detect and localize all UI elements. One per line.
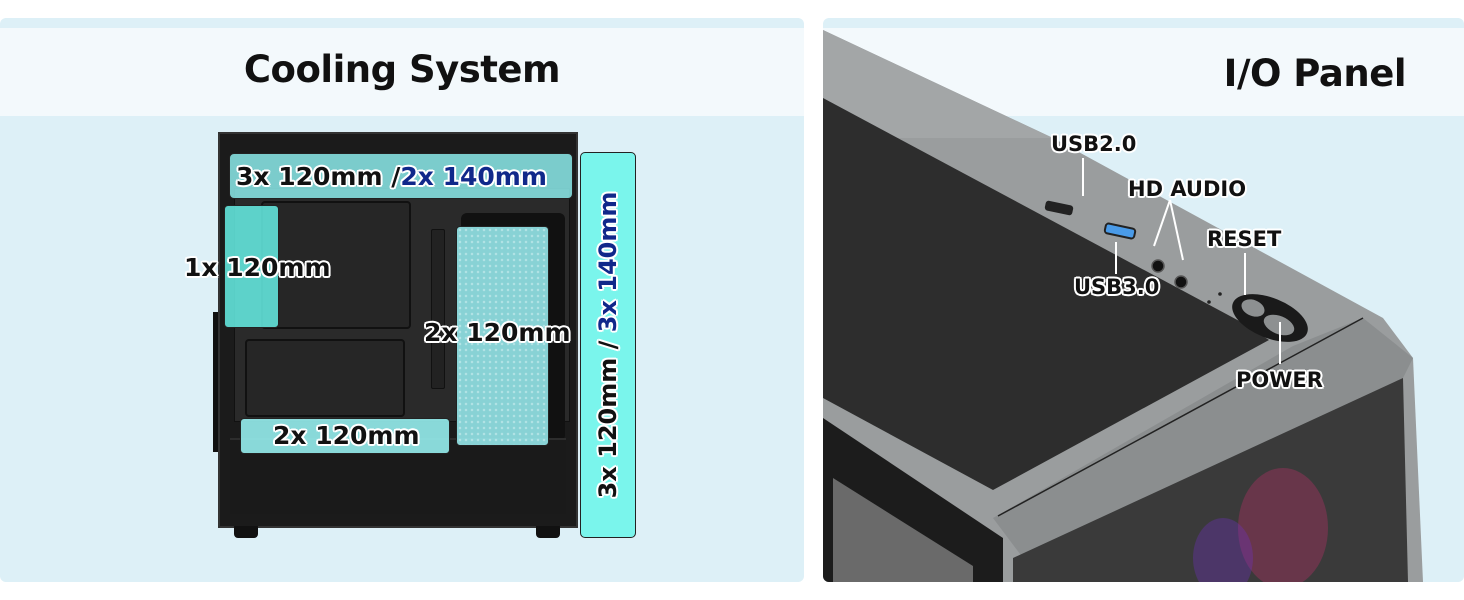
usb2-port [1044,200,1074,216]
usb2-label: USB2.0 [1051,132,1137,156]
audio-label: HD AUDIO [1128,177,1247,201]
rear-fan-highlight [224,205,279,328]
top-fan-separator: / [391,162,401,191]
bottom-fan-label: 2x 120mm [273,421,420,450]
io-title: I/O Panel [1223,52,1407,95]
reset-button [1241,299,1265,317]
rear-fan-label: 1x 120mm [184,253,331,282]
front-fan-primary: 3x 120mm [594,357,622,499]
usb3-port [1103,222,1137,240]
usb2-pointer [1082,158,1084,196]
cable-slot [431,229,445,389]
usb3-label: USB3.0 [1074,275,1160,299]
audio-jack-1 [1151,259,1165,273]
bottom-fan-highlight [240,418,450,454]
title-band [0,28,804,116]
io-panel: I/O Panel [823,18,1464,582]
front-radiator-highlight [456,226,549,446]
case-foot-right [536,526,560,538]
front-fan-separator: / [594,340,622,350]
drive-plate [245,339,405,417]
audio-jack-2 [1174,275,1188,289]
cooling-title: Cooling System [243,48,561,91]
cpu-cutout [261,201,411,329]
top-fan-mount-highlight [229,153,573,199]
case-foot-left [234,526,258,538]
audio-pointer [1153,199,1184,261]
front-fan-label: 3x 120mm / 3x 140mm [594,192,622,499]
case-top-render [823,30,1423,582]
top-fan-alt: 2x 140mm [400,162,547,191]
front-fan-alt: 3x 140mm [594,191,622,333]
front-fan-mount-highlight [580,152,636,538]
reset-label: RESET [1207,227,1282,251]
top-fan-primary: 3x 120mm [236,162,383,191]
front-radiator-label: 2x 120mm [424,318,571,347]
top-fan-label: 3x 120mm /2x 140mm [236,162,547,191]
usb3-pointer [1115,242,1117,274]
reset-pointer [1244,253,1246,295]
power-pointer [1279,322,1281,364]
power-label: POWER [1236,368,1323,392]
